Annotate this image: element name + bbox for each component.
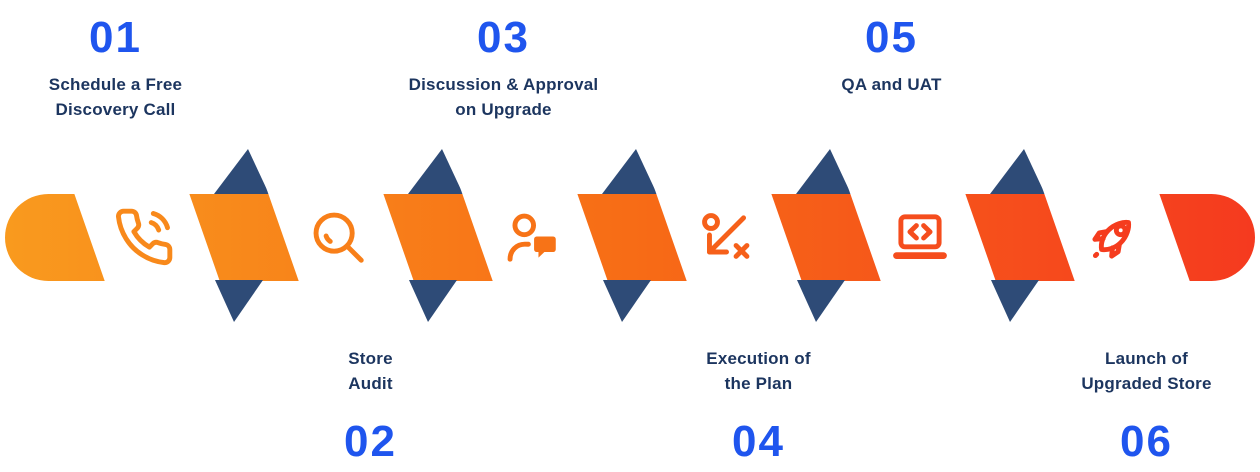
step-06: Launch of Upgraded Store 06 bbox=[1027, 346, 1260, 466]
phone-call-icon bbox=[113, 206, 175, 268]
step-number: 06 bbox=[1120, 417, 1173, 466]
step-label-line: QA and UAT bbox=[841, 75, 942, 94]
step-04: Execution of the Plan 04 bbox=[639, 346, 879, 466]
step-number: 03 bbox=[477, 13, 530, 62]
step-05: 05 QA and UAT bbox=[772, 14, 1012, 97]
step-label-line: Execution of bbox=[706, 349, 811, 368]
step-label-line: on Upgrade bbox=[455, 100, 552, 119]
step-number: 04 bbox=[732, 417, 785, 466]
step-label-line: the Plan bbox=[724, 374, 793, 393]
step-label-line: Audit bbox=[348, 374, 393, 393]
step-number: 02 bbox=[344, 417, 397, 466]
search-icon bbox=[307, 206, 369, 268]
step-label-line: Store bbox=[348, 349, 393, 368]
user-discussion-icon bbox=[501, 206, 563, 268]
laptop-code-icon bbox=[889, 206, 951, 268]
step-label: QA and UAT bbox=[772, 72, 1012, 97]
step-number: 05 bbox=[865, 13, 918, 62]
rocket-launch-icon bbox=[1083, 206, 1145, 268]
step-label: Launch of Upgraded Store bbox=[1027, 346, 1260, 396]
step-number: 01 bbox=[89, 13, 142, 62]
step-label-line: Launch of bbox=[1104, 349, 1188, 368]
step-label-line: Discussion & Approval bbox=[408, 75, 599, 94]
step-label: Discussion & Approval on Upgrade bbox=[384, 72, 624, 122]
step-label-line: Discovery Call bbox=[55, 100, 176, 119]
strategy-plan-icon bbox=[695, 206, 757, 268]
step-label: Execution of the Plan bbox=[639, 346, 879, 396]
step-label-line: Upgraded Store bbox=[1081, 374, 1212, 393]
step-label-line: Schedule a Free bbox=[48, 75, 183, 94]
